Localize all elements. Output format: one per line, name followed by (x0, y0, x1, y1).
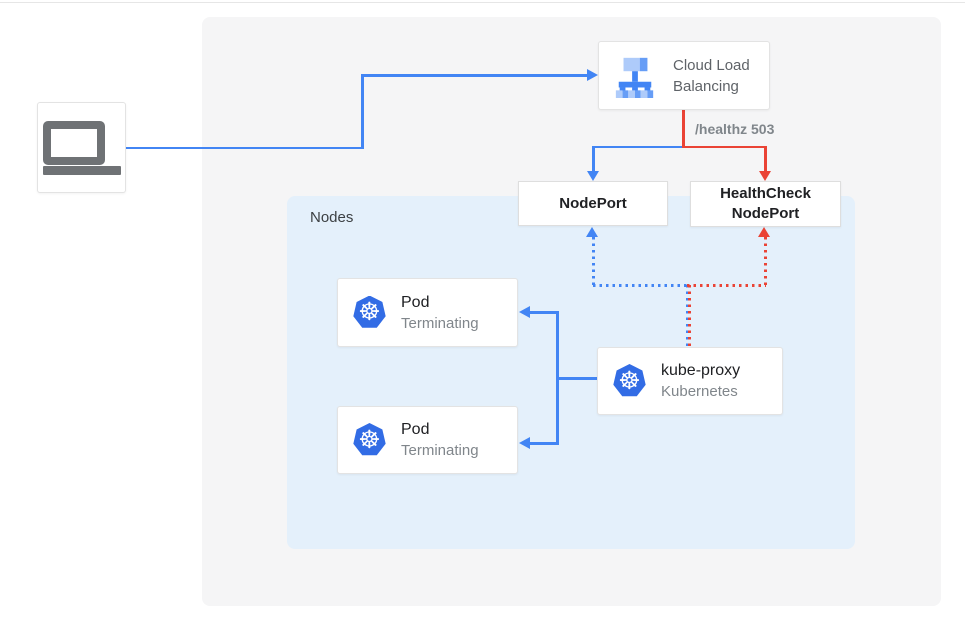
kube-proxy-text: kube-proxy Kubernetes (661, 360, 740, 402)
healthcheck-label-line1: HealthCheck (720, 185, 811, 202)
pod-2-title: Pod (401, 421, 430, 438)
pod-2-status: Terminating (401, 442, 479, 459)
edge-client-clb-vertical (361, 74, 364, 149)
pod-1-status: Terminating (401, 314, 479, 332)
pod-2: ☸ Pod Terminating (337, 406, 518, 474)
dotted-vertical-to-nodeport (592, 237, 595, 285)
pod-2-text: Pod Terminating (401, 419, 479, 461)
cloud-lb-label: Cloud Load Balancing (673, 55, 750, 97)
load-balancer-icon (615, 57, 654, 98)
dotted-horizontal-blue (593, 284, 687, 287)
arrowhead-dotted-into-healthcheck (758, 227, 770, 237)
healthcheck-label-line2: NodePort (731, 205, 800, 222)
laptop-icon (42, 120, 121, 175)
top-divider (0, 2, 965, 3)
client-device (37, 102, 126, 193)
edge-into-pod1 (529, 311, 558, 314)
edge-client-clb-horizontal (126, 146, 363, 149)
kubernetes-icon: ☸ (613, 364, 646, 397)
pod-1-text: Pod Terminating (401, 292, 479, 334)
kubernetes-wheel-glyph: ☸ (358, 424, 381, 454)
dotted-kubeproxy-up-red (688, 285, 691, 347)
kubernetes-icon: ☸ (353, 295, 386, 328)
dotted-horizontal-red (687, 284, 766, 287)
arrowhead-into-pod2 (519, 437, 530, 449)
dotted-kubeproxy-up-blue (686, 285, 689, 347)
edge-into-pod2 (529, 442, 558, 445)
pod-1-title: Pod (401, 293, 430, 311)
nodeport-box: NodePort (518, 181, 668, 226)
cloud-load-balancing-node: Cloud Load Balancing (598, 41, 770, 110)
kubernetes-wheel-glyph: ☸ (358, 297, 381, 326)
kube-proxy-title: kube-proxy (661, 362, 741, 379)
arrowhead-into-pod1 (519, 305, 530, 318)
kubernetes-wheel-glyph: ☸ (618, 365, 641, 395)
arrowhead-dotted-into-nodeport (586, 227, 598, 237)
edge-client-clb-horizontal2 (361, 74, 588, 77)
nodes-group-label: Nodes (310, 209, 354, 226)
edge-pods-vertical (556, 311, 559, 445)
laptop-base (42, 165, 121, 175)
edge-kubeproxy-out (557, 377, 598, 380)
laptop-screen (42, 120, 105, 165)
dotted-vertical-to-healthcheck (764, 237, 767, 285)
cloud-lb-label-line1: Cloud Load (673, 56, 750, 74)
pod-1: ☸ Pod Terminating (337, 278, 518, 347)
arrowhead-into-nodeport (587, 171, 599, 181)
edge-into-healthcheck-vertical (764, 145, 767, 173)
arrowhead-into-healthcheck (759, 171, 771, 181)
edge-into-nodeport-vertical (592, 145, 595, 173)
nodeport-label: NodePort (559, 194, 627, 212)
edge-branch-blue-horizontal (592, 145, 683, 148)
edge-branch-red-horizontal (682, 145, 766, 148)
kube-proxy-node: ☸ kube-proxy Kubernetes (597, 347, 783, 415)
edge-clb-down-red (682, 110, 685, 148)
kubernetes-icon: ☸ (353, 423, 386, 456)
healthz-edge-label: /healthz 503 (695, 121, 775, 137)
healthcheck-nodeport-box: HealthCheck NodePort (690, 181, 841, 227)
kube-proxy-subtitle: Kubernetes (661, 383, 738, 400)
arrowhead-into-clb (587, 68, 598, 81)
cloud-lb-label-line2: Balancing (673, 77, 739, 95)
